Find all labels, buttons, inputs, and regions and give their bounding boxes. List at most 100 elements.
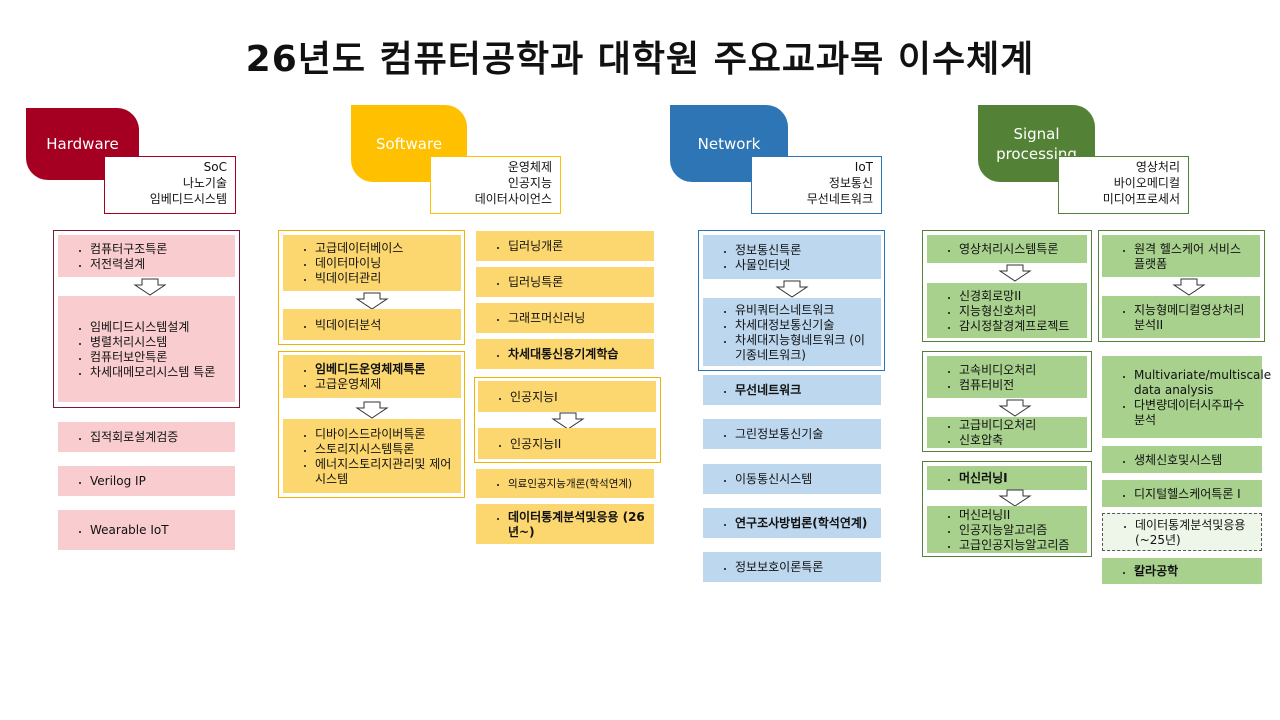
- course-item: 차세대정보통신기술: [735, 318, 875, 333]
- course-item: 차세대메모리시스템 특론: [90, 365, 229, 380]
- course-item: 임베디드시스템설계: [90, 320, 229, 335]
- down-arrow-icon: [998, 489, 1032, 507]
- course-item: 정보보호이론특론: [735, 560, 875, 575]
- software-track-group: [474, 377, 661, 463]
- signal-course-box: 원격 헬스케어 서비스 플랫폼: [1102, 235, 1260, 277]
- software-course-box: 인공지능I: [478, 381, 656, 412]
- network-course-box: 정보보호이론특론: [703, 552, 881, 582]
- course-item: 영상처리시스템특론: [959, 242, 1081, 257]
- course-item: 병렬처리시스템: [90, 335, 229, 350]
- course-item: Multivariate/multiscale data analysis: [1134, 368, 1271, 398]
- course-item: 데이터마이닝: [315, 256, 455, 271]
- signal-track-group: [1098, 230, 1265, 342]
- hardware-track-group: [53, 230, 240, 408]
- course-item: 임베디드운영체제특론: [315, 362, 455, 377]
- signal-course-box: 고속비디오처리컴퓨터비전: [927, 356, 1087, 398]
- course-item: 빅데이터분석: [315, 318, 455, 333]
- software-course-box: 빅데이터분석: [283, 309, 461, 340]
- software-course-box: 딥러닝특론: [476, 267, 654, 297]
- course-item: 머신러닝I: [959, 471, 1081, 486]
- course-item: 디바이스드라이버특론: [315, 427, 455, 442]
- course-item: 유비쿼터스네트워크: [735, 303, 875, 318]
- network-course-box: 정보통신특론사물인터넷: [703, 235, 881, 279]
- course-item: 사물인터넷: [735, 258, 875, 273]
- course-item: 연구조사방법론(학석연계): [735, 516, 875, 531]
- hardware-subtopics: SoC 나노기술 임베디드시스템: [104, 156, 236, 214]
- course-item: 고급데이터베이스: [315, 241, 455, 256]
- hardware-course-box: 집적회로설계검증: [58, 422, 235, 452]
- network-subtopics: IoT 정보통신 무선네트워크: [751, 156, 882, 214]
- signal-course-box: 지능형메디컬영상처리 분석II: [1102, 296, 1260, 338]
- network-course-box: 그린정보통신기술: [703, 419, 881, 449]
- down-arrow-icon: [998, 399, 1032, 417]
- course-item: 고급운영체제: [315, 377, 455, 392]
- network-track-group: [698, 230, 885, 371]
- course-item: 고속비디오처리: [959, 363, 1081, 378]
- down-arrow-icon: [1172, 278, 1206, 296]
- software-course-box: 그래프머신러닝: [476, 303, 654, 333]
- course-item: 이동통신시스템: [735, 472, 875, 487]
- signal-track-group: [922, 230, 1092, 342]
- course-item: Wearable IoT: [90, 523, 229, 538]
- signal-course-box: Multivariate/multiscale data analysis다변량…: [1102, 356, 1271, 438]
- software-track-group: [278, 351, 465, 498]
- signal-course-box: 영상처리시스템특론: [927, 235, 1087, 263]
- course-item: 의료인공지능개론(학석연계): [508, 478, 648, 491]
- course-item: 데이터통계분석및응용 (~25년): [1135, 518, 1255, 548]
- signal-course-box: 생체신호및시스템: [1102, 446, 1262, 473]
- signal-course-box: 칼라공학: [1102, 558, 1262, 584]
- signal-course-box: 신경회로망II지능형신호처리감시정찰경계프로젝트: [927, 283, 1087, 338]
- down-arrow-icon: [355, 401, 389, 419]
- course-item: 지능형메디컬영상처리 분석II: [1134, 303, 1254, 333]
- software-course-box: 인공지능II: [478, 428, 656, 459]
- software-course-box: 고급데이터베이스데이터마이닝빅데이터관리: [283, 235, 461, 291]
- software-course-box: 디바이스드라이버특론스토리지시스템특론에너지스토리지관리및 제어시스템: [283, 419, 461, 493]
- network-course-box: 무선네트워크: [703, 375, 881, 405]
- down-arrow-icon: [775, 280, 809, 298]
- course-item: 인공지능알고리즘: [959, 523, 1081, 538]
- network-course-box: 연구조사방법론(학석연계): [703, 508, 881, 538]
- course-item: 지능형신호처리: [959, 304, 1081, 319]
- course-item: 컴퓨터구조특론: [90, 242, 229, 257]
- course-item: 저전력설계: [90, 257, 229, 272]
- hardware-course-box: Verilog IP: [58, 466, 235, 496]
- course-item: 다변량데이터시주파수 분석: [1134, 398, 1256, 428]
- course-item: 빅데이터관리: [315, 271, 455, 286]
- software-subtopics: 운영체제 인공지능 데이터사이언스: [430, 156, 561, 214]
- course-item: 집적회로설계검증: [90, 430, 229, 445]
- down-arrow-icon: [133, 278, 167, 296]
- course-item: 무선네트워크: [735, 383, 875, 398]
- hardware-course-box: Wearable IoT: [58, 510, 235, 550]
- down-arrow-icon: [998, 264, 1032, 282]
- software-course-box: 의료인공지능개론(학석연계): [476, 469, 654, 498]
- course-item: 그린정보통신기술: [735, 427, 875, 442]
- course-item: 차세대통신용기계학습: [508, 347, 648, 362]
- signal-course-box: 디지털헬스케어특론 I: [1102, 480, 1262, 507]
- software-course-box: 딥러닝개론: [476, 231, 654, 261]
- signal-course-box: 머신러닝II인공지능알고리즘고급인공지능알고리즘: [927, 506, 1087, 553]
- course-item: 정보통신특론: [735, 243, 875, 258]
- course-item: 데이터통계분석및응용 (26년~): [508, 510, 648, 540]
- signal-track-group: [922, 461, 1092, 557]
- page-title: 26년도 컴퓨터공학과 대학원 주요교과목 이수체계: [245, 39, 1035, 80]
- signal-course-box: 머신러닝I: [927, 466, 1087, 490]
- course-item: 에너지스토리지관리및 제어시스템: [315, 457, 455, 487]
- signal-course-box: 고급비디오처리신호압축: [927, 417, 1087, 448]
- software-course-box: 데이터통계분석및응용 (26년~): [476, 504, 654, 544]
- software-course-box: 임베디드운영체제특론고급운영체제: [283, 355, 461, 398]
- course-item: Verilog IP: [90, 474, 229, 489]
- network-course-box: 유비쿼터스네트워크차세대정보통신기술차세대지능형네트워크 (이기종네트워크): [703, 298, 881, 366]
- hardware-course-box: 임베디드시스템설계병렬처리시스템컴퓨터보안특론차세대메모리시스템 특론: [58, 296, 235, 402]
- signal-processing-header: Signal processing: [978, 105, 1095, 182]
- course-item: 생체신호및시스템: [1134, 453, 1256, 468]
- course-item: 컴퓨터비전: [959, 378, 1081, 393]
- course-item: 차세대지능형네트워크 (이기종네트워크): [735, 333, 875, 363]
- signal-processing-subtopics: 영상처리 바이오메디컬 미디어프로세서: [1058, 156, 1189, 214]
- course-item: 머신러닝II: [959, 508, 1081, 523]
- course-item: 칼라공학: [1134, 564, 1256, 579]
- course-item: 신호압축: [959, 433, 1081, 448]
- course-item: 감시정찰경계프로젝트: [959, 319, 1081, 334]
- course-item: 고급비디오처리: [959, 418, 1081, 433]
- network-course-box: 이동통신시스템: [703, 464, 881, 494]
- hardware-header: Hardware: [26, 108, 139, 180]
